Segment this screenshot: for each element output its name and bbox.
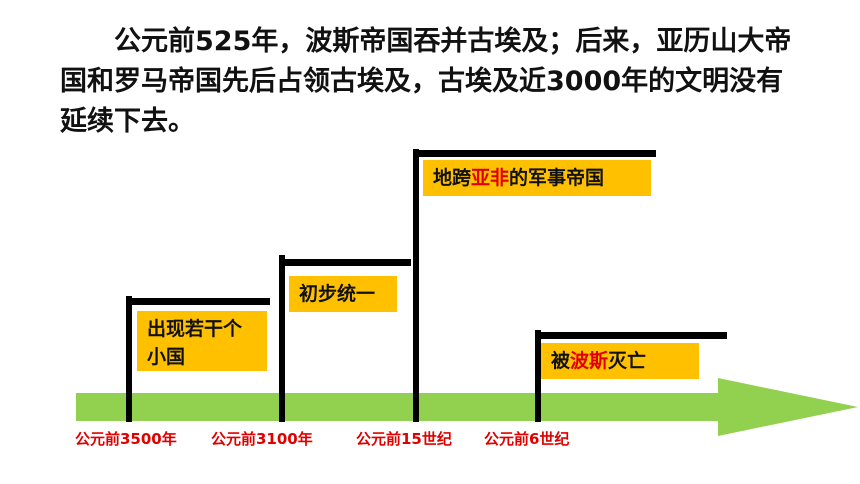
step-1-line-1: 出现若干个 (147, 318, 243, 340)
timeline-flag-bar-1 (126, 298, 270, 305)
intro-paragraph: 公元前525年，波斯帝国吞并古埃及；后来，亚历山大帝国和罗马帝国先后占领古埃及，… (60, 22, 840, 142)
step-3-highlight: 亚非 (471, 167, 510, 189)
step-label-4: 被波斯灭亡 (541, 343, 699, 379)
step-label-1: 出现若干个 小国 (137, 311, 267, 371)
tick-label-2: 公元前3100年 (211, 430, 313, 448)
tick-label-1: 公元前3500年 (75, 430, 177, 448)
step-4-post: 灭亡 (608, 350, 647, 372)
step-4-highlight: 波斯 (570, 350, 609, 372)
step-1-line-2: 小国 (147, 346, 186, 368)
step-label-3: 地跨亚非的军事帝国 (423, 160, 651, 196)
timeline-pole-2 (279, 255, 285, 422)
intro-line-3: 延续下去。 (60, 106, 195, 137)
step-3-pre: 地跨 (433, 167, 472, 189)
intro-line-1: 公元前525年，波斯帝国吞并古埃及；后来，亚历山大帝 (114, 26, 792, 57)
timeline-pole-3 (413, 149, 419, 422)
step-label-2: 初步统一 (289, 276, 397, 312)
tick-label-3: 公元前15世纪 (356, 430, 452, 448)
timeline-flag-bar-2 (279, 259, 411, 266)
step-2-text: 初步统一 (299, 283, 376, 305)
step-4-pre: 被 (551, 350, 571, 372)
tick-label-4: 公元前6世纪 (484, 430, 570, 448)
timeline-pole-4 (535, 330, 541, 422)
intro-line-2: 国和罗马帝国先后占领古埃及，古埃及近3000年的文明没有 (60, 66, 784, 97)
timeline-flag-bar-4 (535, 332, 727, 339)
timeline-arrow-shape (76, 378, 858, 436)
timeline-flag-bar-3 (413, 150, 656, 157)
timeline-pole-1 (126, 296, 132, 422)
step-3-post: 的军事帝国 (509, 167, 605, 189)
